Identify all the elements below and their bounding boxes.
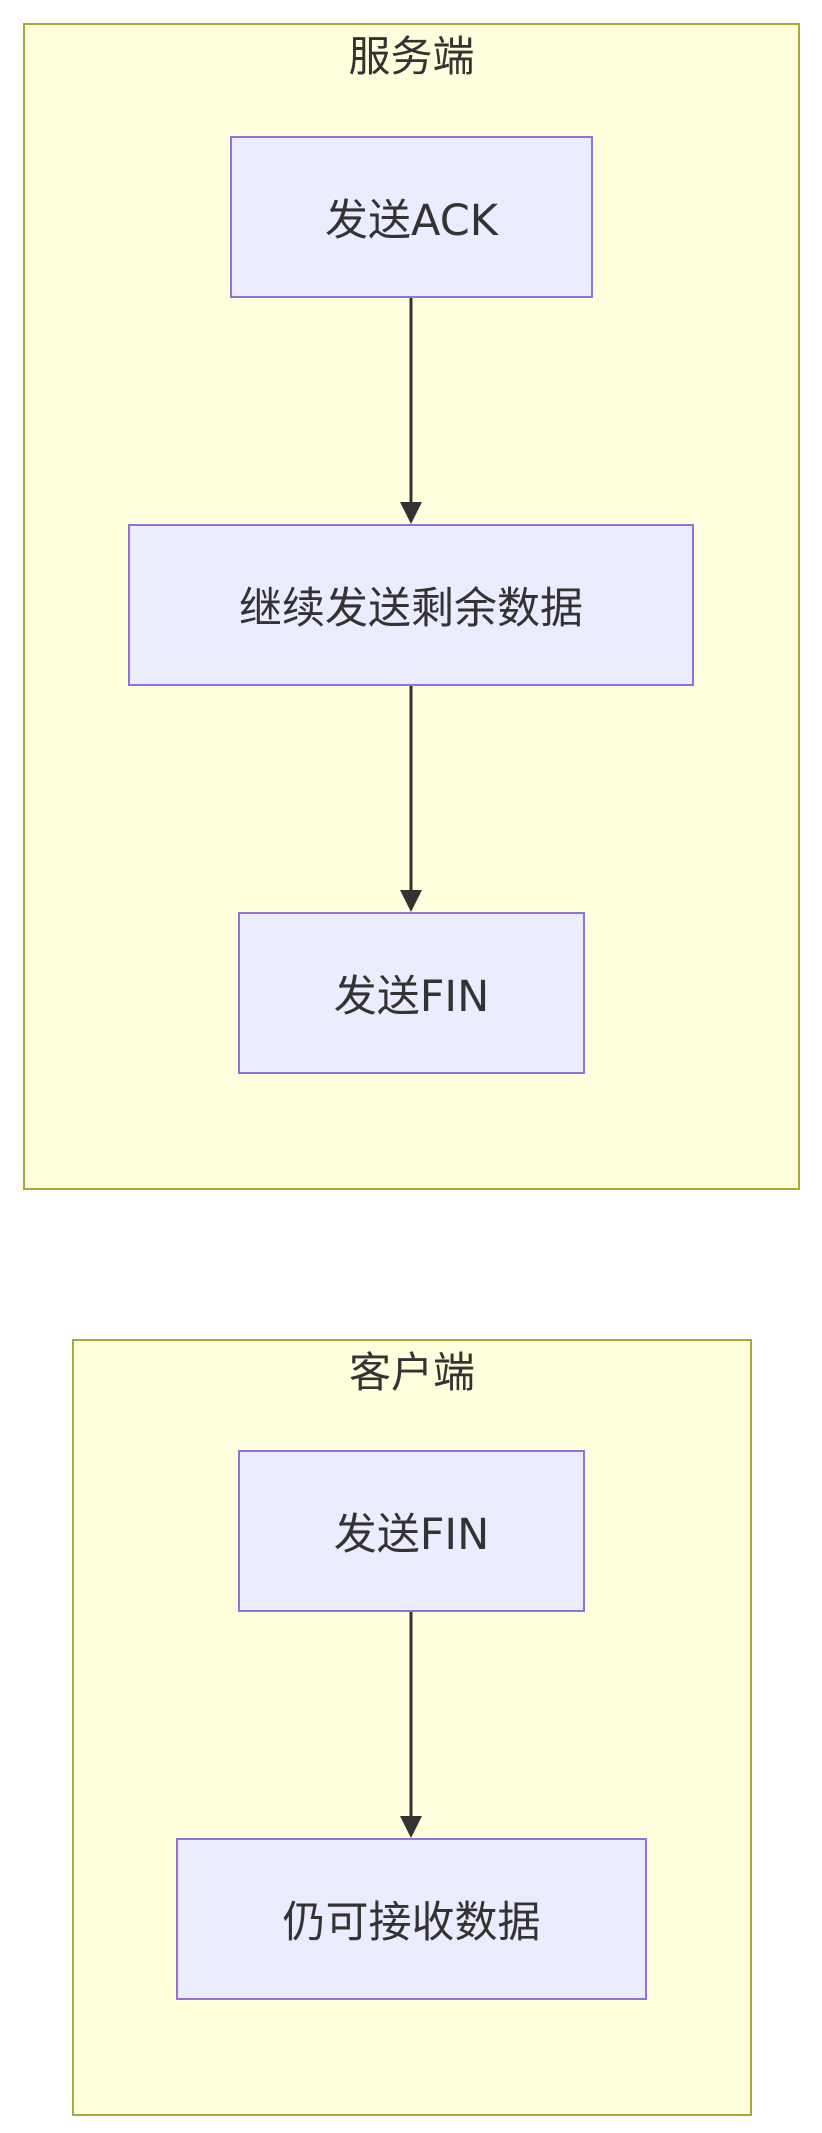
node-server-continue-send[interactable]: 继续发送剩余数据	[128, 524, 694, 686]
node-client-send-fin[interactable]: 发送FIN	[238, 1450, 585, 1612]
edge-continue-to-send-fin	[400, 686, 422, 912]
node-server-send-fin[interactable]: 发送FIN	[238, 912, 585, 1074]
edge-client-fin-to-receive	[400, 1612, 422, 1838]
node-client-still-receive[interactable]: 仍可接收数据	[176, 1838, 647, 2000]
arrowhead-icon	[400, 1816, 422, 1838]
node-server-send-fin-label: 发送FIN	[333, 972, 490, 1022]
node-client-send-fin-label: 发送FIN	[333, 1510, 490, 1560]
arrowhead-icon	[400, 890, 422, 912]
node-client-still-receive-label: 仍可接收数据	[282, 1898, 541, 1948]
client-cluster-title: 客户端	[348, 1348, 475, 1397]
arrowhead-icon	[400, 502, 422, 524]
server-cluster-title: 服务端	[348, 32, 475, 81]
node-server-send-ack-label: 发送ACK	[325, 196, 498, 246]
node-server-continue-send-label: 继续发送剩余数据	[239, 584, 583, 634]
node-server-send-ack[interactable]: 发送ACK	[230, 136, 593, 298]
edge-send-ack-to-continue	[400, 298, 422, 524]
